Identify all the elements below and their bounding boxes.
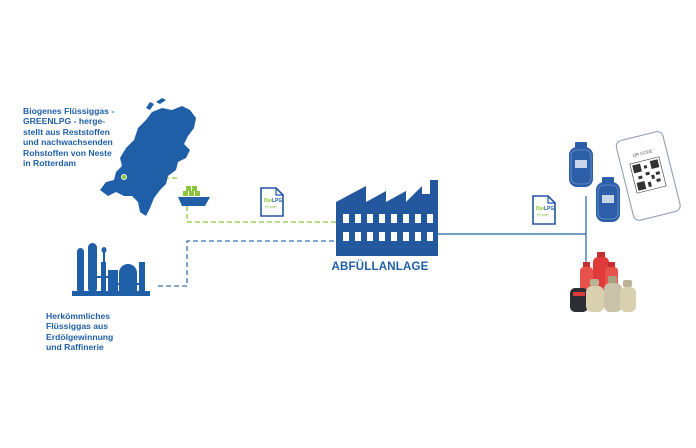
distribution-line [438, 196, 587, 268]
cert2-bio-text: Bio [536, 206, 544, 212]
cert2-lpg-text: LPG [544, 206, 554, 212]
bio-line: stellt aus Reststoffen [23, 126, 110, 137]
qr-code-label: QR CODE [632, 148, 653, 158]
cert-sub-text: Propan [265, 205, 277, 209]
qr-code-icon [629, 156, 667, 194]
fossil-line: Erdölgewinnung [46, 331, 114, 342]
fossil-lpg-description: Herkömmliches Flüssiggas aus Erdölgewinn… [46, 311, 126, 353]
bio-line: Rohstoffen von Neste [23, 147, 112, 158]
green-route-line [140, 177, 336, 223]
cert-lpg-text: LPG [272, 198, 282, 204]
bio-line: in Rotterdam [23, 158, 76, 169]
biolpg-certificate-icon-2: Bio LPG Propan [532, 195, 556, 225]
gas-cylinders-group-icon [570, 252, 636, 312]
cert2-sub-text: Propan [537, 213, 549, 217]
blue-gas-cylinder-icon [569, 142, 620, 222]
refinery-icon [72, 243, 150, 296]
fossil-line: und Raffinerie [46, 342, 104, 353]
netherlands-map-icon [100, 98, 196, 216]
bio-line: GREENLPG - herge- [23, 116, 106, 127]
biogenic-lpg-description: Biogenes Flüssiggas - GREENLPG - herge- … [23, 106, 131, 168]
factory-icon [336, 180, 438, 256]
filling-plant-label: ABFÜLLANLAGE [331, 261, 429, 273]
cert-bio-text: Bio [264, 198, 272, 204]
bio-line: Biogenes Flüssiggas - [23, 106, 115, 116]
bio-line: und nachwachsenden [23, 137, 113, 148]
fossil-line: Flüssiggas aus [46, 321, 109, 332]
biolpg-certificate-icon: Bio LPG Propan [260, 187, 284, 217]
phone-qr-icon: QR CODE [615, 131, 681, 221]
fossil-line: Herkömmliches [46, 311, 111, 321]
ship-icon [178, 186, 210, 206]
blue-route-line [158, 240, 336, 287]
